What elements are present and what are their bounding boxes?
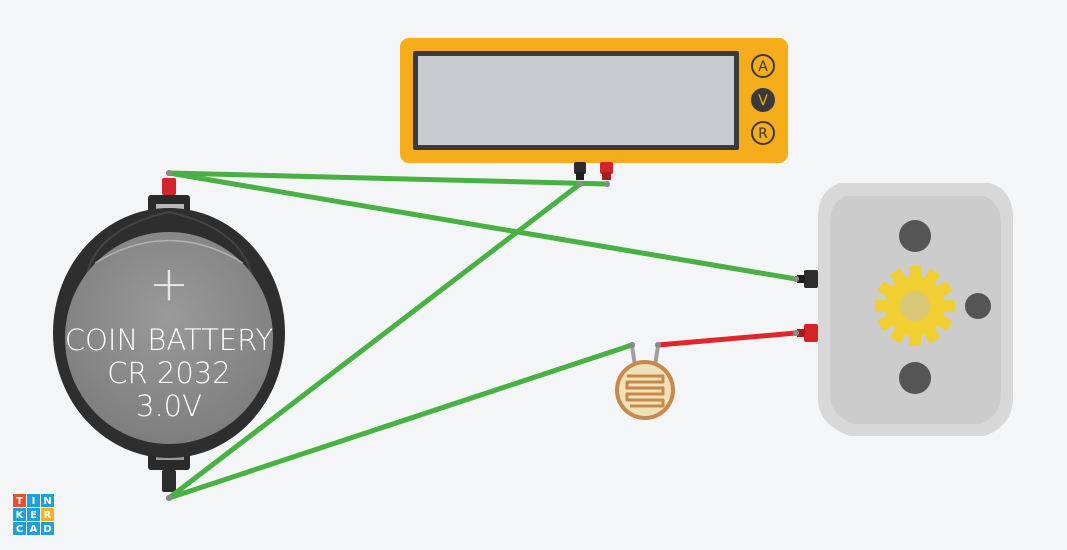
battery-label-line3: 3.0V: [136, 389, 202, 423]
logo-letter: K: [16, 510, 25, 521]
logo-letter: R: [44, 510, 52, 521]
multimeter[interactable]: A V R: [400, 38, 788, 187]
battery-coin-highlight: [94, 239, 244, 264]
logo-letter: C: [16, 524, 23, 535]
logo-cell-i: I: [27, 494, 40, 507]
mode-button-v-label: V: [758, 93, 768, 109]
logo-letter: T: [16, 496, 23, 507]
motor-screw-bottom: [899, 362, 931, 394]
mode-button-r-label: R: [758, 126, 768, 142]
battery-coin: [65, 232, 273, 444]
logo-cell-d: D: [41, 522, 54, 535]
logo-letter: D: [43, 524, 51, 535]
logo-cell-r: R: [41, 508, 54, 521]
logo-letter: N: [43, 496, 51, 507]
logo-letter: I: [32, 496, 36, 507]
wire-endpoints: [166, 170, 799, 501]
logo-cell-e: E: [27, 508, 40, 521]
wire-battery-pos-to-motor-black[interactable]: [166, 170, 799, 282]
wire-meter-black-to-battery-neg[interactable]: [166, 181, 583, 501]
mode-button-a[interactable]: A: [751, 54, 775, 78]
motor-gear-icon: [875, 266, 955, 346]
mode-button-v[interactable]: V: [751, 88, 775, 112]
battery-holder-rim: [84, 210, 254, 286]
photoresistor-trace: [625, 374, 665, 408]
motor-screw-top: [899, 220, 931, 252]
wire-battery-pos-to-meter-red[interactable]: [166, 170, 610, 187]
motor-screw-right: [965, 293, 991, 319]
wires: [166, 170, 799, 501]
battery-label-line1: COIN BATTERY: [65, 323, 274, 357]
wire-photoresistor-to-motor-red[interactable]: [655, 330, 799, 348]
coin-battery[interactable]: + COIN BATTERY CR 2032 3.0V: [53, 170, 285, 501]
mode-button-a-label: A: [758, 59, 768, 75]
mode-button-r[interactable]: R: [751, 121, 775, 145]
wire-battery-neg-to-photoresistor[interactable]: [166, 342, 635, 501]
logo-letter: A: [30, 524, 38, 535]
logo-cell-a: A: [27, 522, 40, 535]
logo-cell-n: N: [41, 494, 54, 507]
multimeter-display: [418, 56, 734, 145]
battery-label-line2: CR 2032: [107, 356, 230, 390]
logo-letter: E: [30, 510, 37, 521]
logo-cell-k: K: [13, 508, 26, 521]
logo-cell-t: T: [13, 494, 26, 507]
photoresistor[interactable]: [615, 342, 675, 420]
logo-cell-c: C: [13, 522, 26, 535]
battery-polarity-label: +: [149, 256, 189, 312]
dc-motor[interactable]: [793, 183, 1013, 436]
